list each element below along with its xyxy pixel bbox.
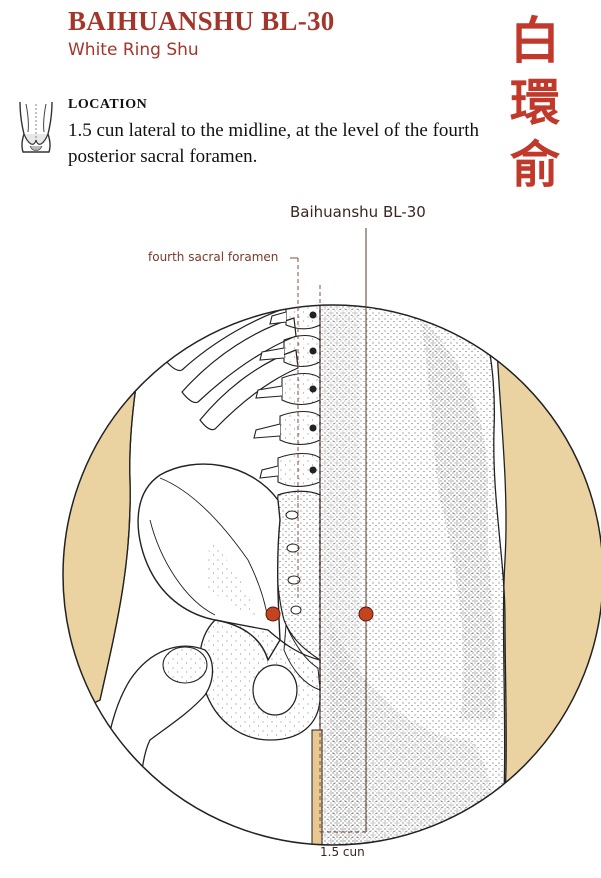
location-description: 1.5 cun lateral to the midline, at the l… [68,120,480,167]
measure-label: 1.5 cun [320,845,365,859]
sacral-foramina [285,510,302,615]
illustration-circle-border [62,304,601,846]
chinese-name: 白 環 俞 [505,10,565,196]
chinese-char-2: 環 [510,73,560,132]
location-heading: LOCATION [68,97,148,112]
right-side-background [495,305,601,845]
baihuanshu-point [358,606,374,622]
sacral-foramen-point [265,606,281,622]
coccyx [283,624,321,691]
chinese-char-1: 白 [510,11,560,70]
illustration-circle-content [63,305,601,845]
chinese-char-3: 俞 [510,135,560,194]
back-region-icon [19,101,53,153]
page-title: BAIHUANSHU BL-30 [68,6,335,36]
foramen-label: fourth sacral foramen [148,250,279,264]
page-subtitle: White Ring Shu [68,40,199,60]
point-label: Baihuanshu BL-30 [290,203,426,221]
